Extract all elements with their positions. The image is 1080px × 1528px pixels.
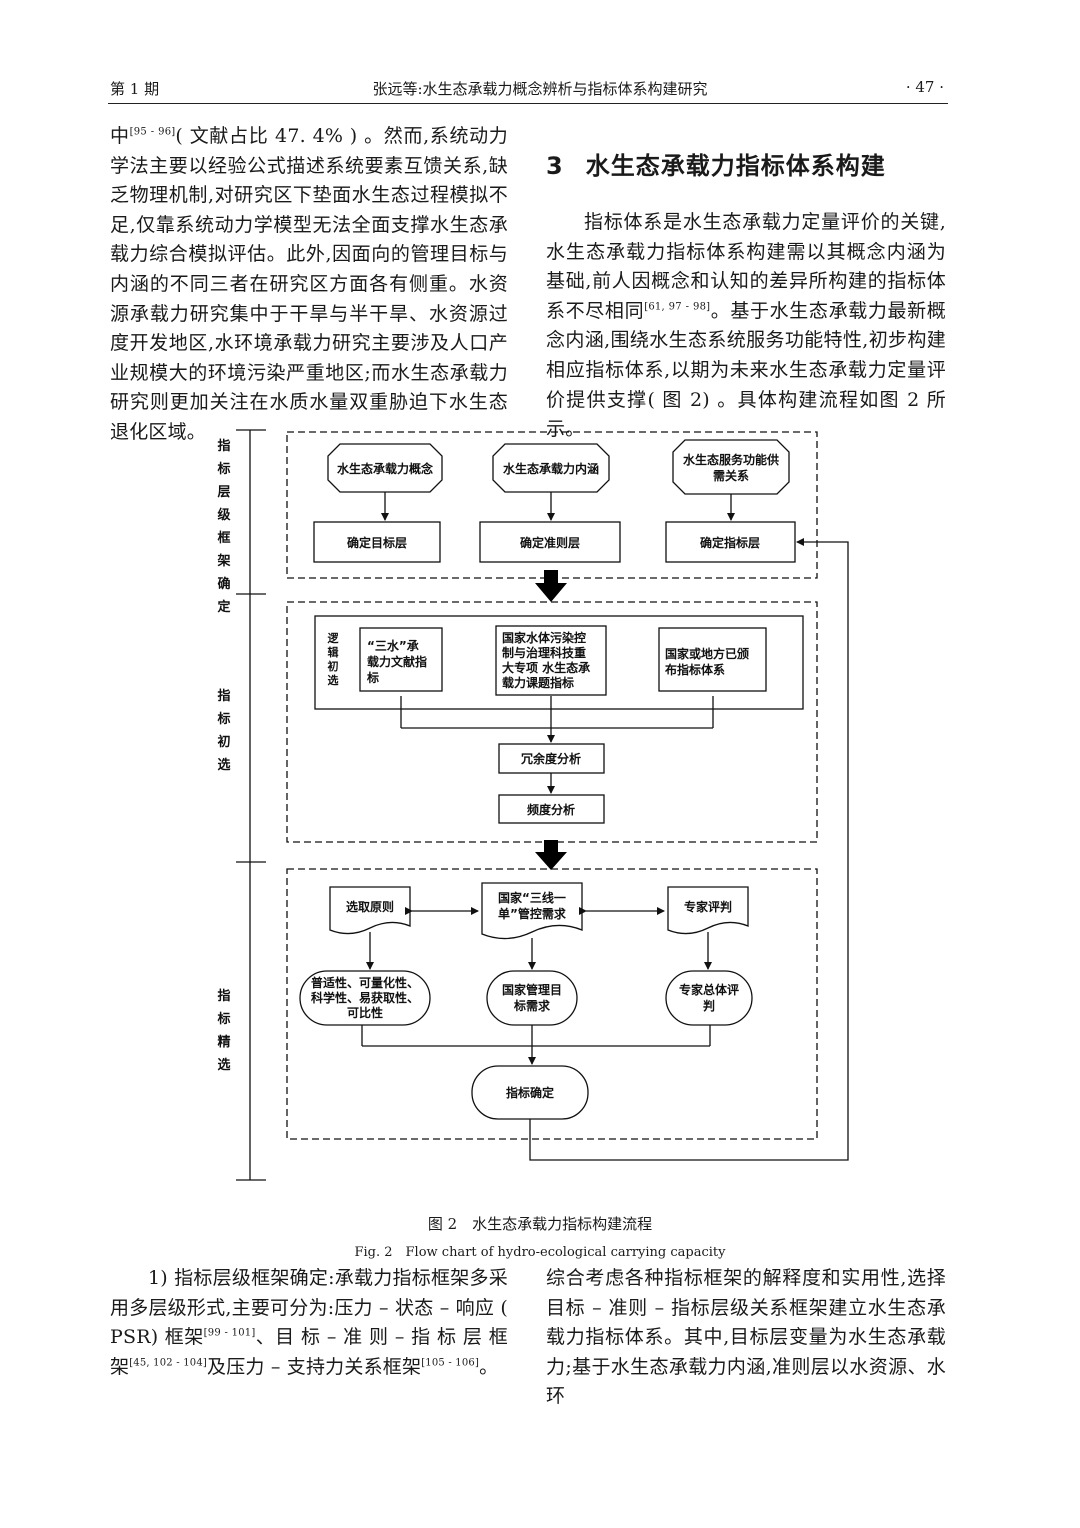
paragraph-text: 指标体系是水生态承载力定量评价的关键,水生态承载力指标体系构建需以其概念内涵为基… (546, 211, 946, 322)
concept-label-2: 水生态承载力内涵 (503, 461, 599, 476)
citation: [95 - 96] (129, 126, 176, 138)
concept-label-1: 水生态承载力概念 (337, 461, 433, 476)
citation: [61, 97 - 98] (644, 301, 711, 313)
paragraph-text: ( 文献占比 47. 4% ) 。然而,系统动力学法主要以经验公式描述系统要素互… (110, 125, 508, 443)
figure-caption-en: Fig. 2 Flow chart of hydro-ecological ca… (354, 1245, 726, 1260)
principle-label: 普适性、可量化性、科学性、易获取性、可比性 (311, 975, 419, 1020)
criteria-layer-box (479, 521, 621, 563)
frequency-label: 频度分析 (527, 802, 575, 817)
feedback-loop-arrow (529, 538, 849, 1161)
paragraph-text: 、目 标 – 准 则 – 指 标 层 框 架 (110, 1326, 508, 1378)
source-label-2: 国家水体污染控制与治理科技重大专项 水生态承载力课题指标 (502, 630, 590, 690)
flow-chart-figure: 指标层级框架确定 指标初选 指标精选 水生态承载力概念 水生态承载力内涵 水生态… (216, 429, 849, 1181)
doc-node-2 (481, 882, 583, 940)
concept-node-3 (672, 439, 790, 495)
principle-terminal (299, 970, 431, 1026)
redundancy-label: 冗余度分析 (521, 751, 581, 766)
management-label: 国家管理目标需求 (502, 982, 562, 1013)
logical-preselection-label: 逻辑初选 (328, 631, 340, 687)
paragraph-text: 1) 指标层级框架确定:承载力指标框架多采用多层级形式,主要可分为:压力 – 状… (110, 1267, 508, 1349)
indicator-layer-label: 确定指标层 (700, 535, 760, 550)
section-title: 水生态承载力指标体系构建 (585, 152, 886, 180)
doc-node-3 (667, 886, 749, 935)
citation: [45, 102 - 104] (129, 1357, 207, 1369)
section-number: 3 (546, 152, 564, 180)
indicator-layer-box (665, 521, 796, 563)
source-box-3 (658, 627, 767, 692)
lead-char: 中 (110, 125, 130, 147)
frequency-box (498, 794, 605, 824)
stage-3-box (286, 868, 818, 1140)
header-rule (108, 103, 948, 104)
stage-label-framework: 指标层级框架确定 (216, 438, 231, 615)
source-label-3: 国家或地方已颁布指标体系 (665, 646, 749, 677)
header-title: 张远等:水生态承载力概念辨析与指标体系构建研究 (372, 80, 708, 98)
source-box-2 (495, 625, 607, 696)
criteria-layer-label: 确定准则层 (520, 535, 580, 550)
right-column-top: 指标体系是水生态承载力定量评价的关键,水生态承载力指标体系构建需以其概念内涵为基… (546, 208, 946, 445)
management-terminal (486, 970, 578, 1026)
header-issue: 第 1 期 (110, 80, 160, 98)
header-page-number: · 47 · (905, 78, 944, 96)
right-column-bottom: 综合考虑各种指标框架的解释度和实用性,选择目标 – 准则 – 指标层级关系框架建… (546, 1264, 946, 1412)
expert-terminal (665, 970, 753, 1026)
doc-label-3: 专家评判 (684, 899, 732, 914)
paragraph-text: 。基于水生态承载力最新概念内涵,围绕水生态系统服务功能特性,初步构建相应指标体系… (546, 299, 946, 441)
doc-node-1 (329, 886, 411, 935)
left-column-bottom: 1) 指标层级框架确定:承载力指标框架多采用多层级形式,主要可分为:压力 – 状… (110, 1264, 508, 1382)
source-label-1: “三水”承载力文献指标 (366, 638, 427, 685)
target-layer-label: 确定目标层 (347, 535, 407, 550)
section-heading: 3 水生态承载力指标体系构建 (546, 146, 886, 181)
block-arrow-down (535, 840, 567, 870)
stage-label-refinement: 指标精选 (216, 988, 230, 1073)
figure-caption-cn: 图 2 水生态承载力指标构建流程 (427, 1215, 653, 1233)
target-layer-box (313, 521, 441, 563)
logical-preselection-box (314, 615, 804, 710)
citation: [105 - 106] (421, 1357, 480, 1369)
paragraph-text: 综合考虑各种指标框架的解释度和实用性,选择目标 – 准则 – 指标层级关系框架建… (546, 1267, 946, 1408)
concept-label-3: 水生态服务功能供需关系 (683, 452, 779, 483)
left-column-top: 中[95 - 96]( 文献占比 47. 4% ) 。然而,系统动力学法主要以经… (110, 122, 508, 448)
paragraph-text: 。 (479, 1355, 499, 1378)
concept-node-2 (492, 443, 610, 493)
doc-label-1: 选取原则 (346, 899, 394, 914)
doc-label-2: 国家“三线一单”管控需求 (498, 890, 567, 921)
paragraph-text: 及压力 – 支持力关系框架 (207, 1355, 422, 1378)
citation: [99 - 101] (203, 1327, 256, 1339)
stage-label-preselection: 指标初选 (216, 688, 230, 773)
final-label: 指标确定 (506, 1085, 554, 1100)
expert-label: 专家总体评判 (679, 982, 739, 1013)
concept-node-1 (327, 443, 443, 493)
source-box-1 (359, 627, 443, 692)
block-arrow-down (535, 570, 567, 602)
